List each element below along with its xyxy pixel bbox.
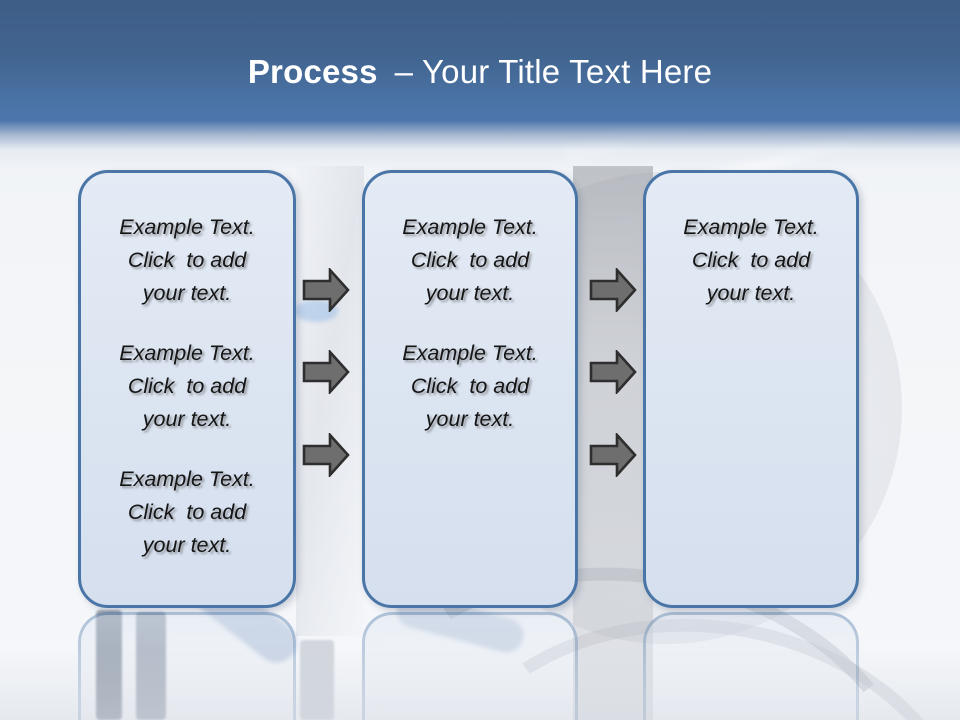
placeholder-text[interactable]: Example Text. Click to add your text.	[402, 341, 538, 431]
placeholder-text[interactable]: Example Text. Click to add your text.	[683, 215, 819, 305]
title-keyword: Process	[247, 53, 378, 90]
placeholder-text[interactable]: Example Text. Click to add your text.	[119, 467, 255, 557]
placeholder-text[interactable]: Example Text. Click to add your text.	[119, 215, 255, 305]
slide-title: Process – Your Title Text Here	[0, 52, 960, 92]
placeholder-text[interactable]: Example Text. Click to add your text.	[402, 215, 538, 305]
title-subtitle: – Your Title Text Here	[394, 53, 713, 90]
flow-arrow-icon	[302, 350, 350, 394]
placeholder-text[interactable]: Example Text. Click to add your text.	[119, 341, 255, 431]
flow-arrow-icon	[589, 268, 637, 312]
background-photo-streak-band	[296, 166, 364, 636]
background-blue-glint	[294, 300, 338, 322]
background-photo-pillar	[300, 640, 334, 720]
flow-arrow-icon	[589, 350, 637, 394]
title-bar: Process – Your Title Text Here	[0, 0, 960, 170]
flow-arrow-icon	[302, 433, 350, 477]
background-photo-gray-band	[573, 166, 653, 720]
flow-arrow-icon	[302, 268, 350, 312]
process-box-3[interactable]: Example Text. Click to add your text.	[643, 170, 859, 608]
process-box-2[interactable]: Example Text. Click to add your text. Ex…	[362, 170, 578, 608]
box-3-reflection	[643, 612, 859, 720]
process-box-1[interactable]: Example Text. Click to add your text. Ex…	[78, 170, 296, 608]
box-1-reflection	[78, 612, 296, 720]
box-2-reflection	[362, 612, 578, 720]
flow-arrow-icon	[589, 433, 637, 477]
